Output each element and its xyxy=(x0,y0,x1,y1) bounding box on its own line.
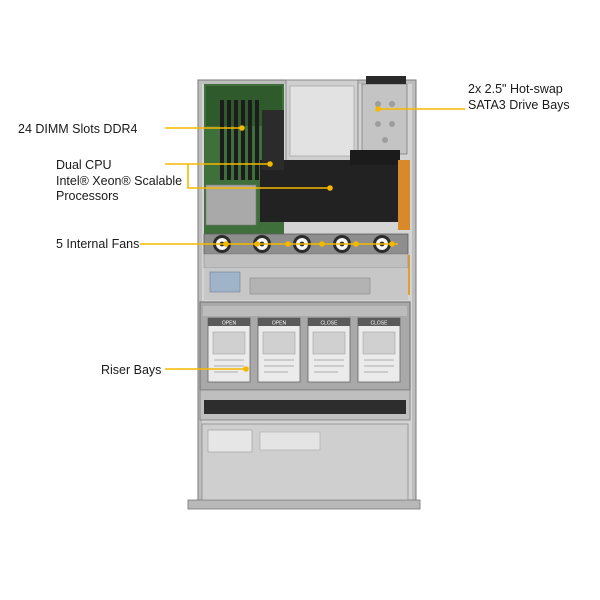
riser-cage: OPEN OPEN CLOSE CLOSE xyxy=(199,301,411,421)
riser-card: OPEN xyxy=(207,317,251,383)
label-dual-cpu: Dual CPU Intel® Xeon® Scalable Processor… xyxy=(56,158,183,203)
cpu-shroud xyxy=(260,110,400,222)
callout-dot xyxy=(267,161,273,167)
riser-card: CLOSE xyxy=(357,317,401,383)
callout-dot xyxy=(353,241,359,247)
chassis-lid xyxy=(201,423,409,501)
riser-card-label: OPEN xyxy=(272,321,287,327)
label-drive-bays: 2x 2.5" Hot-swap SATA3 Drive Bays xyxy=(468,82,570,112)
riser-card: CLOSE xyxy=(307,317,351,383)
mid-area xyxy=(204,268,408,300)
callout-dot xyxy=(239,125,245,131)
dimm-slots xyxy=(220,100,259,180)
riser-cards: OPEN OPEN CLOSE CLOSE xyxy=(207,317,401,383)
callout-dot xyxy=(243,366,249,372)
callout-dot xyxy=(223,241,229,247)
label-internal-fans: 5 Internal Fans xyxy=(56,237,140,251)
callout-dot xyxy=(389,241,395,247)
riser-card-label: CLOSE xyxy=(371,321,389,327)
riser-card-label: OPEN xyxy=(222,321,237,327)
label-dimm-slots: 24 DIMM Slots DDR4 xyxy=(18,122,138,136)
callout-line xyxy=(187,164,330,189)
fan-bay xyxy=(203,233,409,269)
callout-lines xyxy=(140,106,465,372)
callout-dot xyxy=(327,185,333,191)
callout-dot xyxy=(254,241,260,247)
label-riser-bays: Riser Bays xyxy=(101,363,162,377)
riser-card-label: CLOSE xyxy=(321,321,339,327)
riser-card: OPEN xyxy=(257,317,301,383)
callout-dot xyxy=(285,241,291,247)
callout-dot xyxy=(319,241,325,247)
callout-dot xyxy=(375,106,381,112)
